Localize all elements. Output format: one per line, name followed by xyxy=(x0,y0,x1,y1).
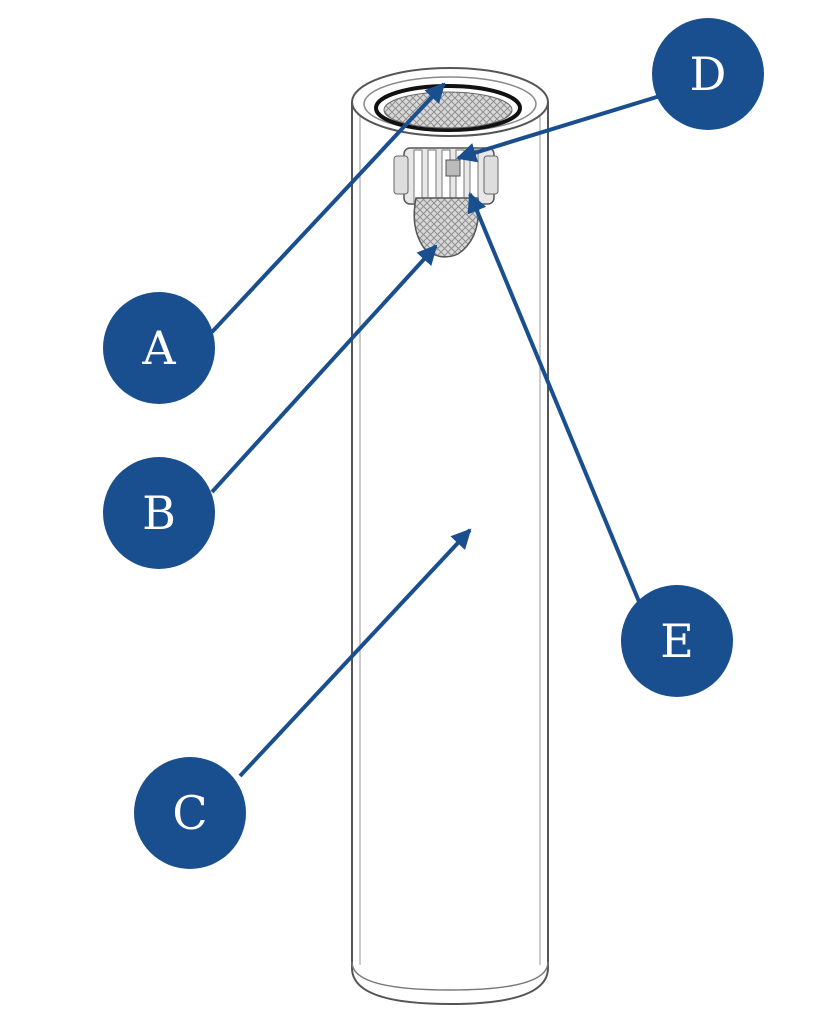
leader-line-c xyxy=(238,528,472,778)
leader-lines xyxy=(210,82,661,778)
leader-line-a xyxy=(210,82,446,334)
valve-assembly xyxy=(393,147,499,205)
callout-c-label: C xyxy=(172,786,207,840)
leader-line-d xyxy=(456,94,661,163)
filter-cartridge xyxy=(351,67,549,1006)
callout-b-label: B xyxy=(142,486,176,540)
callout-d-circle xyxy=(652,18,764,130)
callout-a-circle xyxy=(103,292,215,404)
callout-e-circle xyxy=(621,585,733,697)
top-mesh-screen xyxy=(383,91,513,129)
callout-d-label: D xyxy=(690,47,727,101)
callout-a: A xyxy=(103,292,215,404)
cartridge-bottom-rim xyxy=(351,961,549,991)
leader-line-e xyxy=(467,192,642,605)
callout-e-label: E xyxy=(660,614,694,668)
lower-mesh-cup xyxy=(413,197,480,258)
leader-line-b xyxy=(210,244,438,494)
callout-a-label: A xyxy=(141,321,176,375)
callout-d: D xyxy=(652,18,764,130)
callout-b: B xyxy=(103,457,215,569)
callout-c: C xyxy=(134,757,246,869)
gasket-ring xyxy=(374,84,522,132)
callout-b-circle xyxy=(103,457,215,569)
callout-e: E xyxy=(621,585,733,697)
callout-c-circle xyxy=(134,757,246,869)
